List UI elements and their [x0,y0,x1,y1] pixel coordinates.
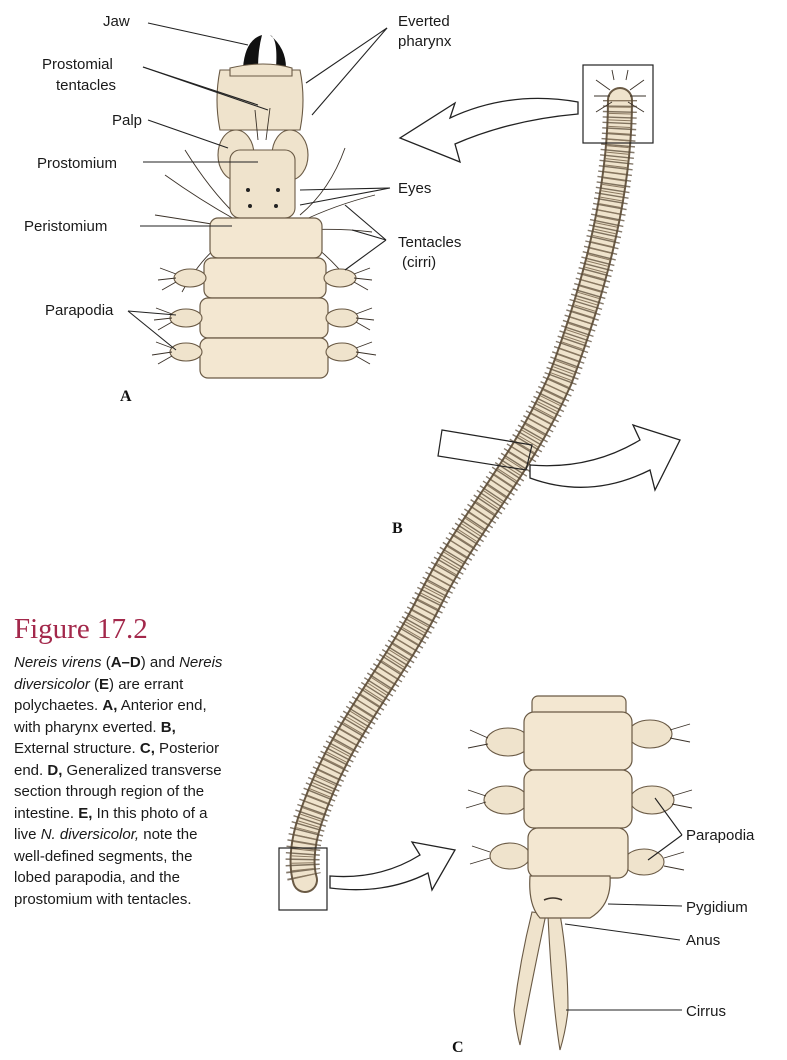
label-parapodia-c: Parapodia [686,827,755,844]
caption-part: External structure. [14,740,140,757]
label-tentacles-line1: Tentacles [398,234,461,251]
label-parapodia-a: Parapodia [45,302,114,319]
label-cirrus: Cirrus [686,1003,726,1020]
label-prostomium: Prostomium [37,155,117,172]
caption-bold: A, [102,697,117,714]
label-palp: Palp [112,112,142,129]
caption-bold: C, [140,740,155,757]
caption-species-3: N. diversicolor, [41,826,139,843]
jaw-shape [243,35,262,68]
caption-part: ) and [141,654,179,671]
label-jaw: Jaw [103,13,130,30]
caption-species-1: Nereis virens [14,654,102,671]
label-prostomial-tentacles-line1: Prostomial [42,56,113,73]
panel-label-c: C [452,1039,464,1056]
figure-title: Figure 17.2 [14,612,229,646]
label-tentacles-line2: (cirri) [402,254,436,271]
caption-part: ( [102,654,111,671]
figure-caption-text: Nereis virens (A–D) and Nereis diversico… [14,652,229,910]
label-prostomial-tentacles-line2: tentacles [56,77,116,94]
label-peristomium: Peristomium [24,218,107,235]
anterior-end-drawing [152,35,376,378]
label-eyes: Eyes [398,180,431,197]
caption-part: ( [90,676,99,693]
caption-bold: A–D [111,654,141,671]
label-everted-pharynx-line1: Everted [398,13,450,30]
caption-bold: E [99,676,109,693]
panel-label-b: B [392,520,403,537]
label-everted-pharynx-line2: pharynx [398,33,452,50]
label-pygidium: Pygidium [686,899,748,916]
figure-caption: Figure 17.2 Nereis virens (A–D) and Nere… [14,612,229,910]
label-anus: Anus [686,932,720,949]
posterior-end-drawing [466,696,692,1050]
panel-label-a: A [120,388,132,405]
caption-bold: B, [161,719,176,736]
caption-bold: D, [47,762,62,779]
caption-bold: E, [78,805,92,822]
